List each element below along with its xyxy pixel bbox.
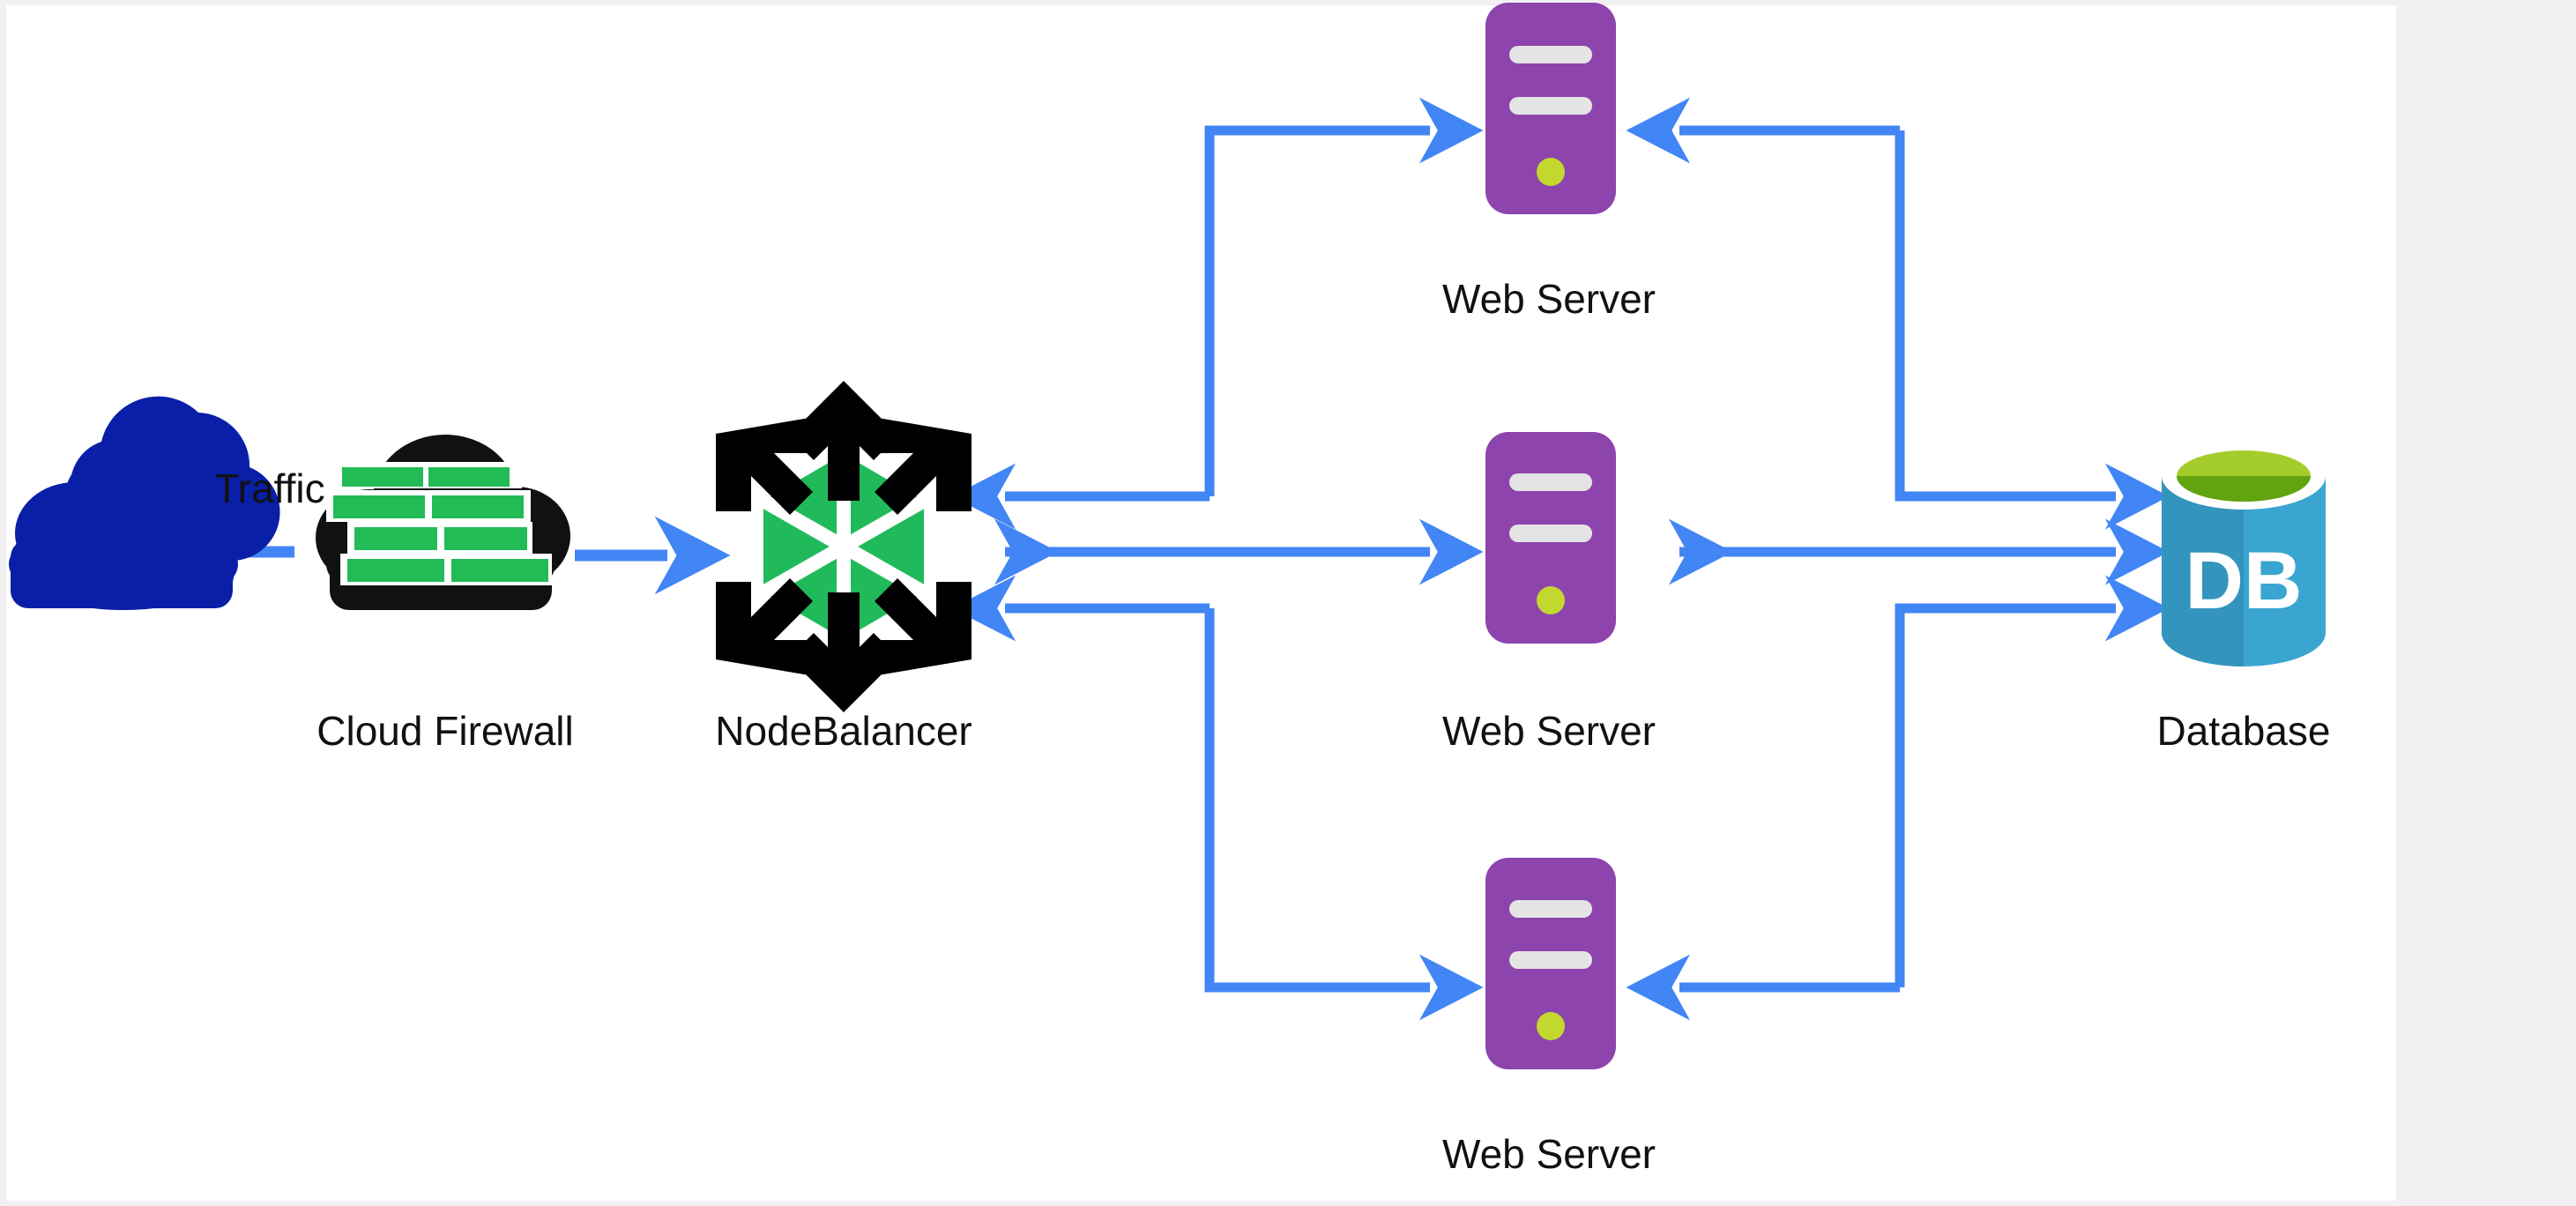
link-nb-to-server-top <box>1204 97 1484 496</box>
label-nodebalancer: NodeBalancer <box>715 708 972 754</box>
database-label-text: DB <box>2185 536 2303 626</box>
label-database: Database <box>2157 708 2331 754</box>
server-icon <box>1485 858 1616 1069</box>
label-web-server-middle: Web Server <box>1442 708 1656 754</box>
label-web-server-top: Web Server <box>1442 276 1656 322</box>
connection-layer: firewall : dashed segment --> nodebalanc… <box>240 97 2170 1021</box>
firewall-icon <box>316 435 570 610</box>
server-icon <box>1485 432 1616 644</box>
label-cloud-firewall: Cloud Firewall <box>316 708 573 754</box>
label-traffic: Traffic <box>214 465 324 511</box>
link-server-top-to-database-run <box>1895 130 2170 530</box>
nodebalancer-icon <box>716 381 972 712</box>
database-icon: DB <box>2162 443 2326 666</box>
server-icon <box>1485 3 1616 214</box>
label-web-server-bottom: Web Server <box>1442 1131 1656 1177</box>
link-server-bottom-to-database <box>1895 575 2170 987</box>
cloud-icon <box>9 396 280 610</box>
link-nb-to-server-bottom <box>1204 608 1484 1021</box>
